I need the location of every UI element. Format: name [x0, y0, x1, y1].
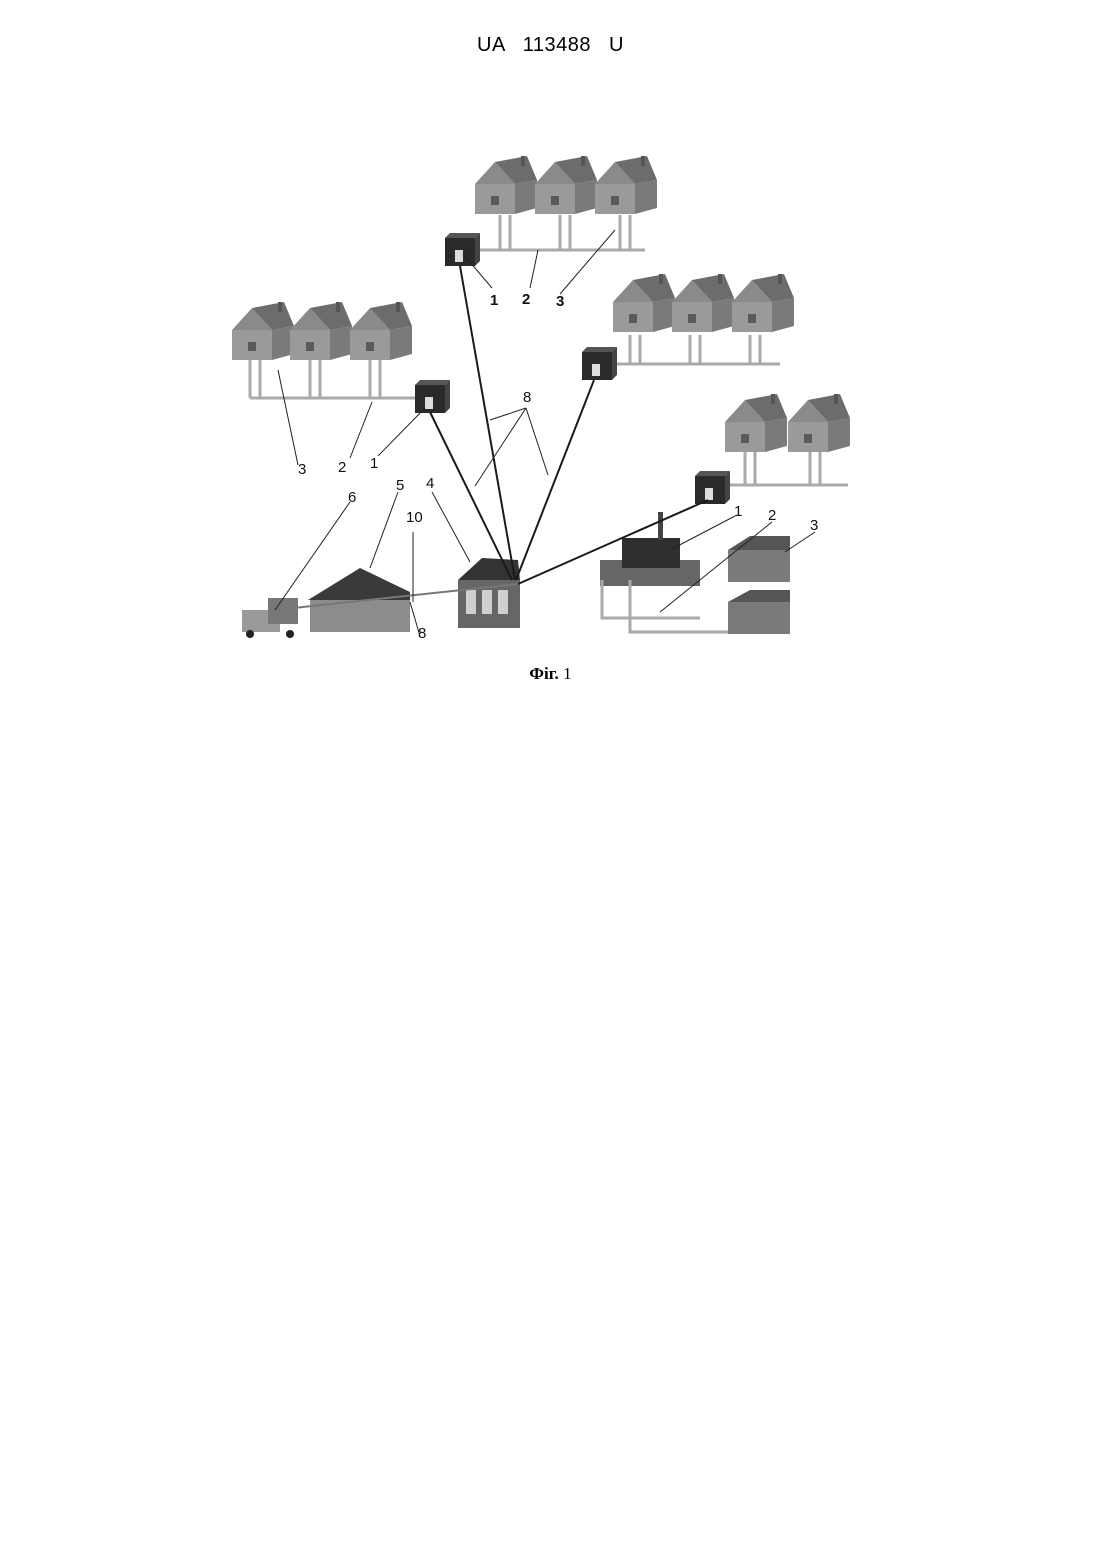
label-top-3: 3 — [556, 293, 564, 310]
label-bottom-4: 4 — [426, 475, 434, 492]
label-right-2: 2 — [768, 507, 776, 524]
figure-1-diagram: 1 2 3 3 2 1 8 6 5 10 4 8 1 2 3 — [220, 140, 860, 660]
label-bottom-5: 5 — [396, 477, 404, 494]
patent-header: UA 113488 U — [0, 34, 1101, 57]
control-center-building — [458, 558, 520, 628]
label-top-1: 1 — [490, 292, 498, 309]
label-left-3: 3 — [298, 461, 306, 478]
label-bottom-6: 6 — [348, 489, 356, 506]
figure-caption-number: 1 — [563, 664, 572, 683]
label-center-8: 8 — [523, 389, 531, 406]
house-cluster-left — [232, 302, 450, 413]
house-cluster-top — [445, 156, 657, 266]
label-right-1: 1 — [734, 503, 742, 520]
figure-caption: Фіг. 1 — [0, 664, 1101, 684]
label-left-1: 1 — [370, 455, 378, 472]
house-cluster-right-upper — [582, 274, 794, 380]
figure-caption-prefix: Фіг. — [529, 664, 558, 683]
truck — [242, 598, 298, 638]
label-bottom-8: 8 — [418, 625, 426, 642]
label-left-2: 2 — [338, 459, 346, 476]
warehouse-building — [308, 568, 410, 632]
house-cluster-right-lower — [695, 394, 850, 504]
label-bottom-10: 10 — [406, 509, 423, 526]
label-right-3: 3 — [810, 517, 818, 534]
label-top-2: 2 — [522, 291, 530, 308]
